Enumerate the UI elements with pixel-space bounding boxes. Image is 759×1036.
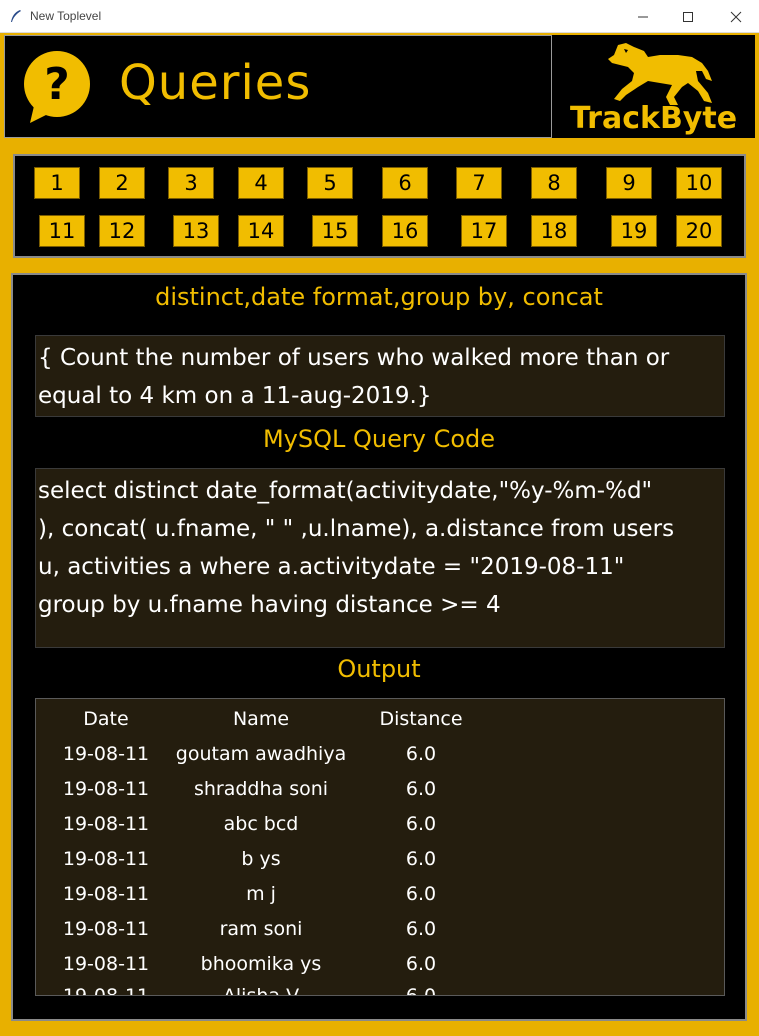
table-cell-date: 19-08-11 xyxy=(62,743,150,765)
query-button-19[interactable]: 19 xyxy=(611,215,657,247)
maximize-icon xyxy=(683,11,693,22)
query-button-3[interactable]: 3 xyxy=(168,167,214,199)
table-cell-distance: 6.0 xyxy=(405,778,437,800)
code-line: group by u.fname having distance >= 4 xyxy=(38,592,501,618)
table-cell-name: b ys xyxy=(241,848,281,870)
query-button-6[interactable]: 6 xyxy=(382,167,428,199)
code-heading: MySQL Query Code xyxy=(262,425,496,453)
output-heading: Output xyxy=(337,655,421,683)
table-cell-name: shraddha soni xyxy=(193,778,329,800)
output-table[interactable]: Date Name Distance 19-08-11 goutam awadh… xyxy=(35,698,725,996)
table-cell-date: 19-08-11 xyxy=(62,778,150,800)
query-button-17[interactable]: 17 xyxy=(461,215,507,247)
close-button[interactable] xyxy=(713,0,759,33)
question-textbox[interactable]: { Count the number of users who walked m… xyxy=(35,335,725,417)
query-button-15[interactable]: 15 xyxy=(312,215,358,247)
page-title: Queries xyxy=(119,55,312,111)
query-button-16[interactable]: 16 xyxy=(382,215,428,247)
header-title-area xyxy=(4,35,552,138)
query-button-14[interactable]: 14 xyxy=(238,215,284,247)
query-button-4[interactable]: 4 xyxy=(238,167,284,199)
close-icon xyxy=(730,11,742,22)
table-cell-date: 19-08-11 xyxy=(62,848,150,870)
table-cell-date: 19-08-11 xyxy=(62,883,150,905)
table-cell-distance: 6.0 xyxy=(405,985,437,996)
maximize-button[interactable] xyxy=(665,0,711,33)
feather-icon xyxy=(11,10,21,22)
query-category: distinct,date format,group by, concat xyxy=(155,283,603,311)
question-mark: ? xyxy=(44,59,70,110)
query-button-2[interactable]: 2 xyxy=(99,167,145,199)
sql-code-textbox[interactable]: select distinct date_format(activitydate… xyxy=(35,468,725,648)
query-button-13[interactable]: 13 xyxy=(173,215,219,247)
query-button-12[interactable]: 12 xyxy=(99,215,145,247)
table-cell-name: abc bcd xyxy=(223,813,299,835)
app-window: ? Queries TrackByte 1 2 3 4 5 6 7 8 9 10… xyxy=(0,33,759,1036)
query-buttons-panel: 1 2 3 4 5 6 7 8 9 10 11 12 13 14 15 16 1… xyxy=(13,154,746,258)
minimize-icon xyxy=(638,16,648,17)
table-cell-distance: 6.0 xyxy=(405,813,437,835)
table-cell-name: bhoomika ys xyxy=(200,953,322,975)
table-cell-date: 19-08-11 xyxy=(62,813,150,835)
query-button-11[interactable]: 11 xyxy=(39,215,85,247)
header: ? Queries TrackByte xyxy=(4,35,755,138)
table-cell-name: goutam awadhiya xyxy=(175,743,347,765)
window-titlebar: New Toplevel xyxy=(0,0,759,33)
query-button-9[interactable]: 9 xyxy=(606,167,652,199)
column-header-date: Date xyxy=(83,708,129,730)
table-cell-distance: 6.0 xyxy=(405,743,437,765)
table-cell-name: Alisha V xyxy=(222,985,300,996)
query-button-20[interactable]: 20 xyxy=(676,215,722,247)
code-line: u, activities a where a.activitydate = "… xyxy=(38,554,625,580)
query-button-1[interactable]: 1 xyxy=(34,167,80,199)
logo-text: TrackByte xyxy=(570,101,738,136)
table-cell-name: m j xyxy=(246,883,276,905)
query-button-18[interactable]: 18 xyxy=(531,215,577,247)
table-cell-date: 19-08-11 xyxy=(62,985,150,996)
table-cell-date: 19-08-11 xyxy=(62,953,150,975)
query-button-7[interactable]: 7 xyxy=(456,167,502,199)
minimize-button[interactable] xyxy=(620,0,666,33)
code-line: ), concat( u.fname, " " ,u.lname), a.dis… xyxy=(38,516,675,542)
query-button-10[interactable]: 10 xyxy=(676,167,722,199)
column-header-distance: Distance xyxy=(379,708,463,730)
code-line: select distinct date_format(activitydate… xyxy=(38,478,653,504)
query-detail-panel: distinct,date format,group by, concat { … xyxy=(11,273,747,1021)
query-button-8[interactable]: 8 xyxy=(531,167,577,199)
window-title: New Toplevel xyxy=(30,9,102,23)
table-cell-name: ram soni xyxy=(219,918,303,940)
table-cell-distance: 6.0 xyxy=(405,883,437,905)
table-cell-distance: 6.0 xyxy=(405,918,437,940)
question-line: { Count the number of users who walked m… xyxy=(38,345,670,371)
table-cell-date: 19-08-11 xyxy=(62,918,150,940)
question-bubble-icon: ? xyxy=(24,51,90,123)
table-cell-distance: 6.0 xyxy=(405,953,437,975)
table-cell-distance: 6.0 xyxy=(405,848,437,870)
column-header-name: Name xyxy=(232,708,290,730)
horse-logo-icon xyxy=(608,43,712,105)
query-button-5[interactable]: 5 xyxy=(307,167,353,199)
question-line: equal to 4 km on a 11-aug-2019.} xyxy=(38,383,432,409)
